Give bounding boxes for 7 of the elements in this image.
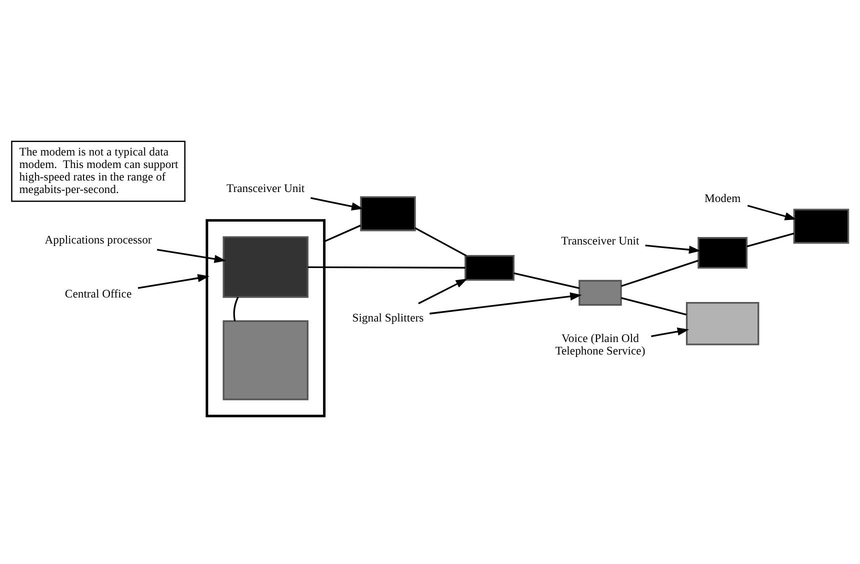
node-text: Transceiver Unit: [561, 234, 640, 248]
node-text: Applications processor: [44, 233, 152, 246]
node-text: Modem: [704, 192, 741, 205]
node-text: Transceiver Unit: [226, 182, 305, 195]
node-text: Voice (Plain Old Telephone Service): [555, 332, 646, 358]
node-text: Signal Splitters: [352, 312, 424, 325]
node-text: Central Office: [64, 288, 132, 301]
